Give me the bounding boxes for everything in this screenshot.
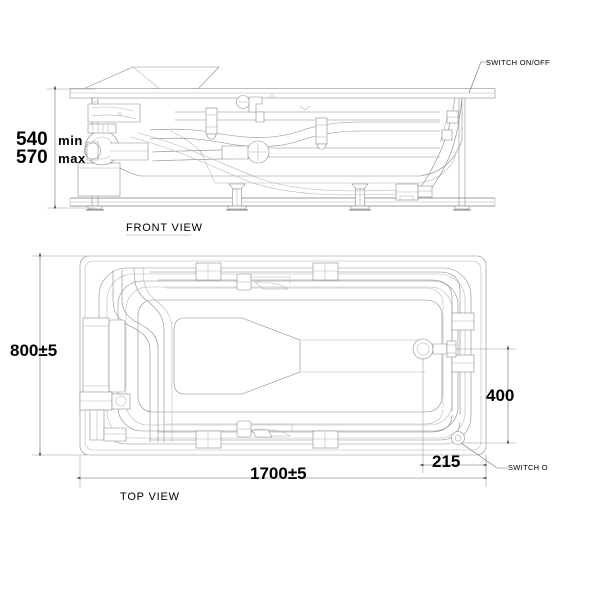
front-switch-riser xyxy=(417,97,463,195)
dimension-height xyxy=(47,85,95,209)
top-bathing-well xyxy=(137,299,443,413)
front-view-label: FRONT VIEW xyxy=(126,222,203,234)
height-max-unit: max xyxy=(58,151,86,166)
dimension-switch-horizontal-label: 215 xyxy=(432,452,461,471)
front-tub-rim xyxy=(69,88,496,99)
dimension-switch-horizontal xyxy=(419,358,487,473)
front-pipe-network xyxy=(129,93,440,201)
dimension-length-label: 1700±5 xyxy=(250,464,307,483)
leader-switch-o xyxy=(460,442,508,469)
leader-switch-on-off xyxy=(468,61,489,94)
top-view-label: TOP VIEW xyxy=(120,491,180,503)
front-view-group xyxy=(47,61,496,236)
front-leg-2 xyxy=(226,183,248,211)
front-tub-shell xyxy=(91,98,463,184)
top-clamp-fittings xyxy=(195,262,475,449)
height-min-unit: min xyxy=(58,133,83,148)
front-base-frame xyxy=(69,197,496,207)
top-pump-assembly xyxy=(79,317,131,442)
top-tub-outer-rim xyxy=(79,255,487,456)
front-tee-fitting-2 xyxy=(315,117,328,150)
switch-on-off-note: SWITCH ON/OFF xyxy=(486,58,550,67)
dimension-width-label: 800±5 xyxy=(10,341,58,360)
front-air-valve xyxy=(236,93,311,123)
front-waste-fitting xyxy=(395,183,433,201)
switch-o-note: SWITCH O xyxy=(508,463,548,472)
dimension-switch-vertical xyxy=(456,345,516,444)
top-air-valve-lower xyxy=(236,420,293,438)
front-leg-3 xyxy=(349,183,371,211)
front-apron-panel xyxy=(82,66,220,90)
dimension-width xyxy=(32,252,86,456)
dimension-height-max-label: 570 max xyxy=(16,147,86,168)
top-view-group xyxy=(32,252,516,487)
front-tee-fitting-1 xyxy=(205,107,218,140)
front-jet-body xyxy=(221,140,270,164)
top-pipe-loop xyxy=(112,267,461,442)
height-max-value: 570 xyxy=(16,147,48,168)
dimension-height-label: 540 min xyxy=(16,129,83,150)
top-switch-knob xyxy=(451,431,465,445)
front-leg-4 xyxy=(453,98,471,211)
dimension-switch-vertical-label: 400 xyxy=(486,386,515,405)
height-min-value: 540 xyxy=(16,129,48,150)
front-pump-assembly xyxy=(77,101,149,197)
top-main-jet xyxy=(412,338,457,360)
top-air-valve-upper xyxy=(236,273,291,291)
